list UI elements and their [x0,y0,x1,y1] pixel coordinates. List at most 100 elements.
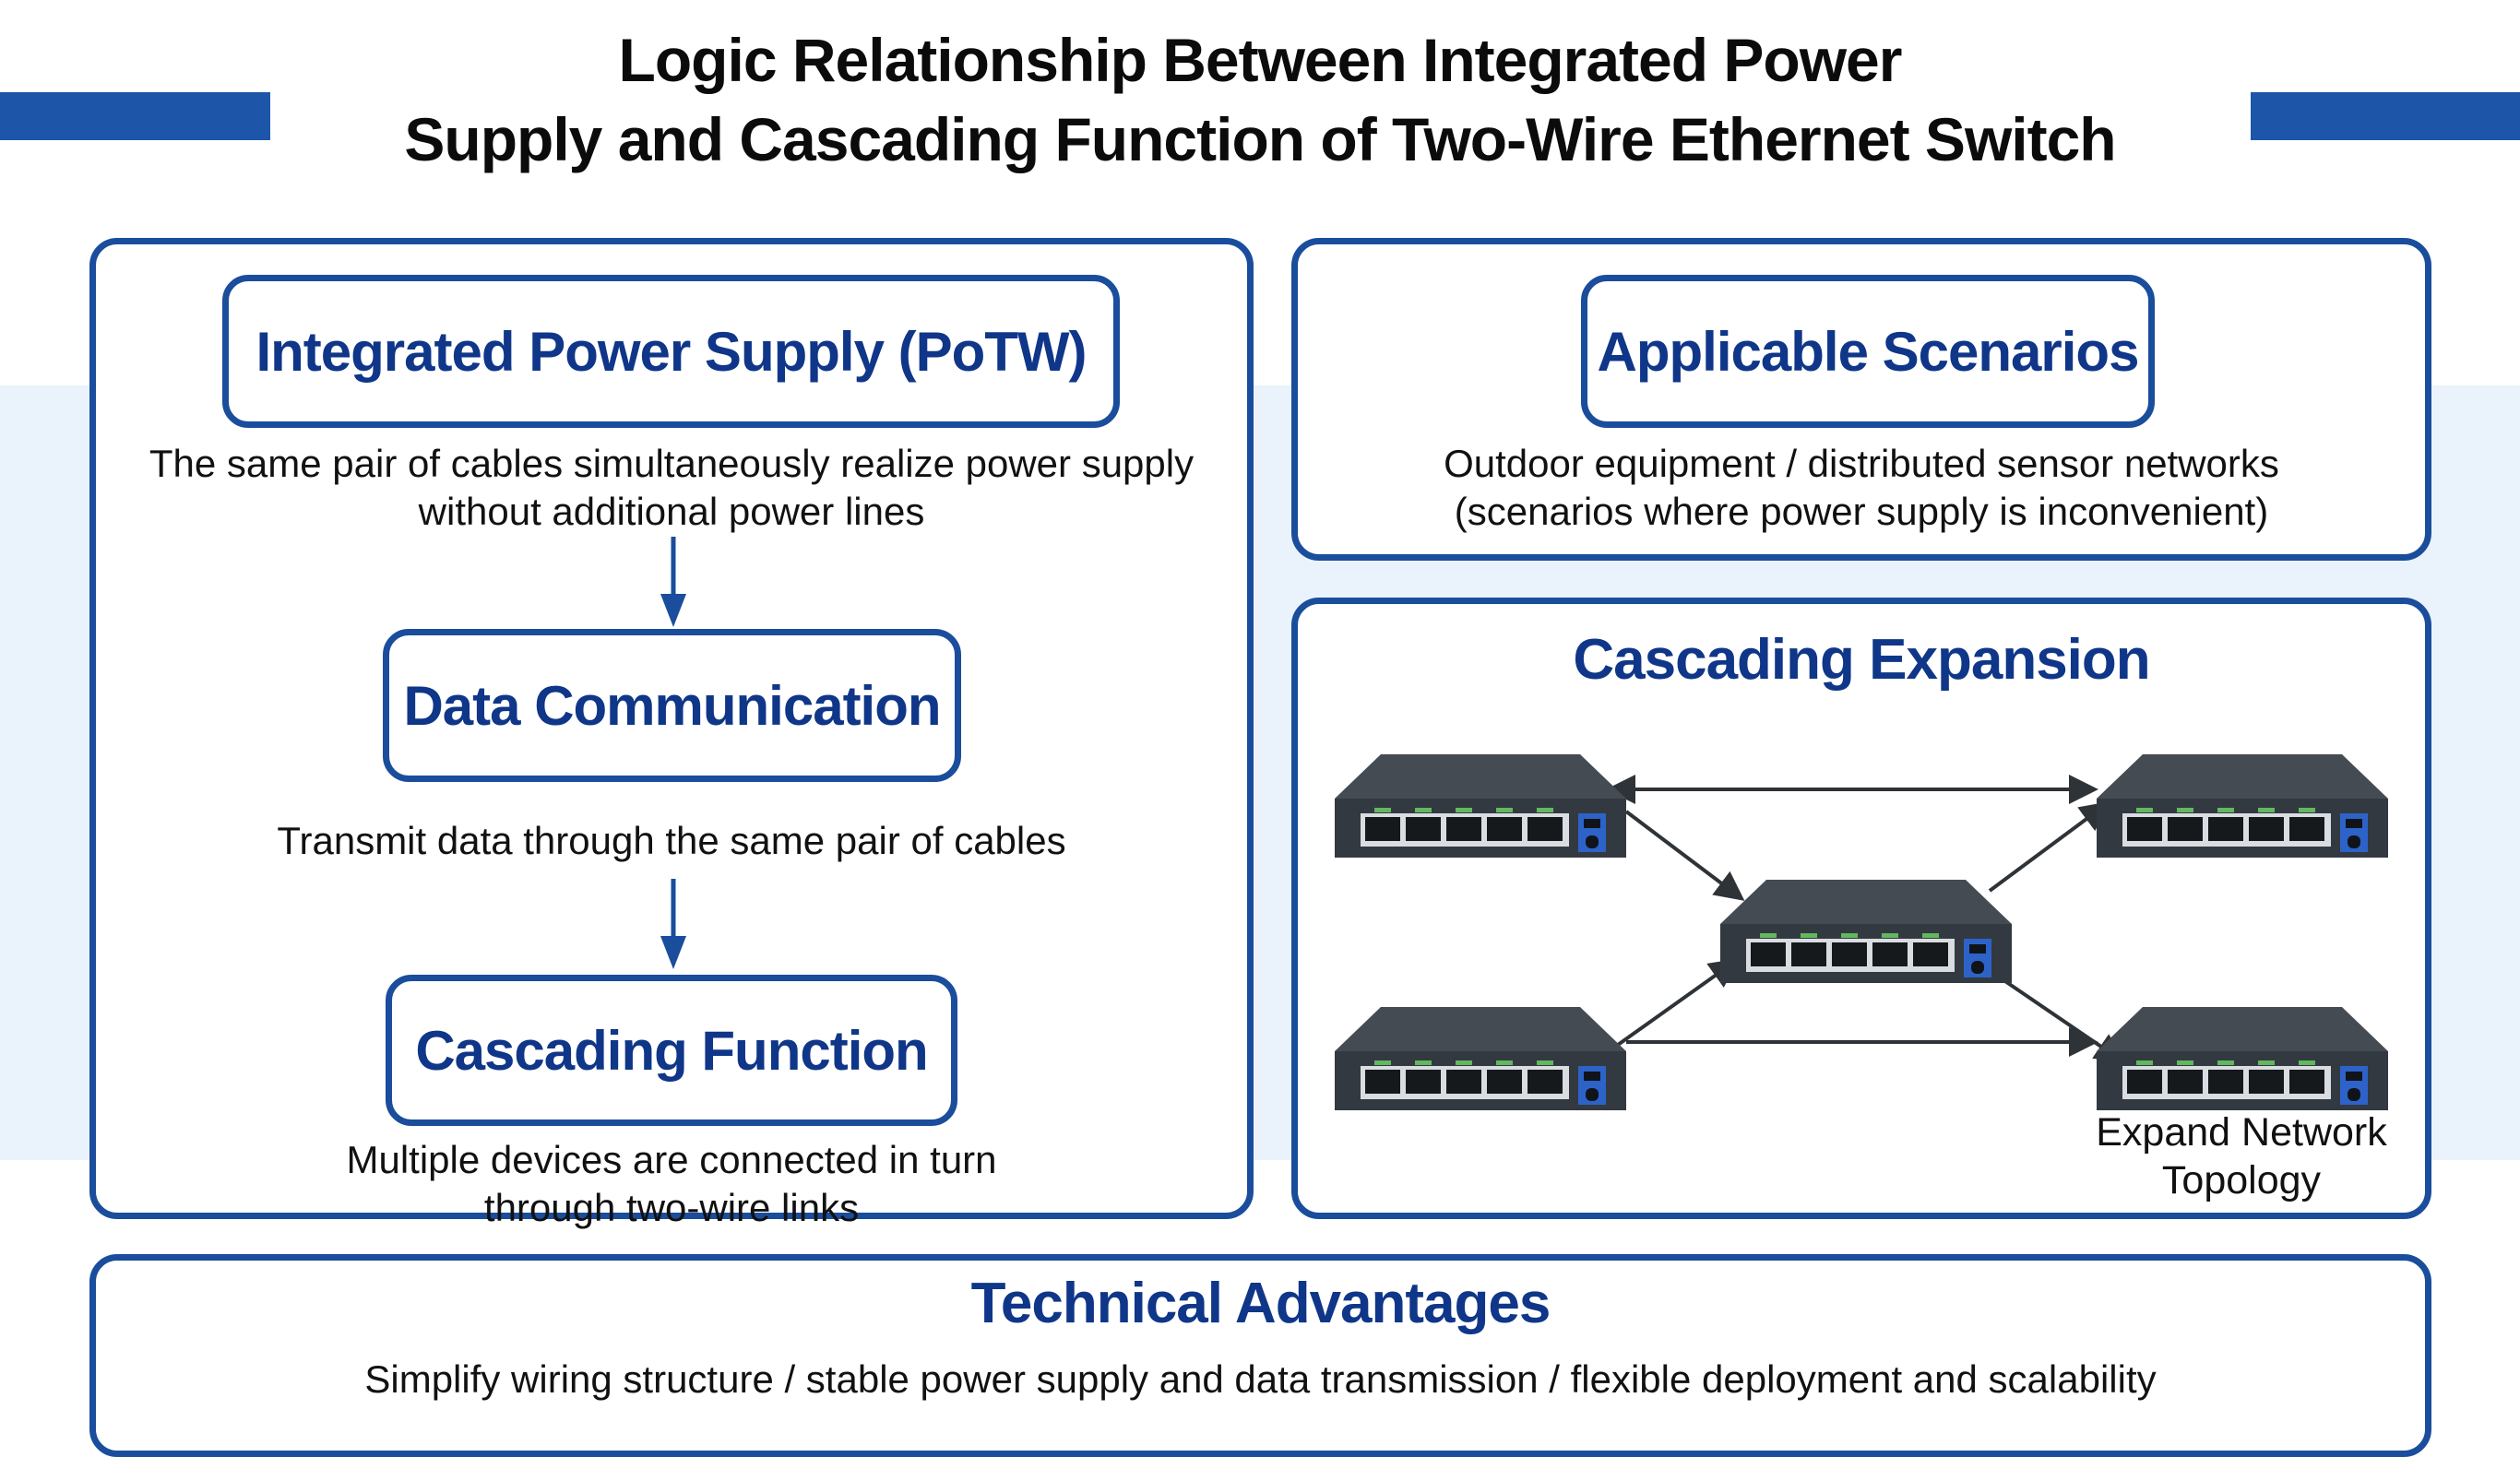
ethernet-port [1487,1070,1522,1094]
scenarios-description: Outdoor equipment / distributed sensor n… [1294,440,2429,536]
port-led [2217,808,2234,812]
description-line: Transmit data through the same pair of c… [277,819,1066,862]
link-bottom-left-to-center [1610,958,1740,1051]
title-line-2: Supply and Cascading Function of Two-Wir… [404,105,2116,173]
link-center-to-top-right [1988,801,2110,893]
sfp-slot [1969,944,1986,954]
ethernet-port [1913,942,1948,966]
port-led [2136,1060,2153,1065]
step-description-data: Transmit data through the same pair of c… [92,817,1251,865]
scenarios-label: Applicable Scenarios [1597,320,2140,383]
description-line: (scenarios where power supply is inconve… [1454,490,2269,533]
sfp-port [2348,835,2360,848]
sfp-slot [2346,1072,2362,1081]
step-description-cascading: Multiple devices are connected in turn t… [92,1136,1251,1232]
switch-top [1335,754,1626,799]
caption-line: Topology [2161,1158,2322,1202]
port-led [1801,933,1817,938]
sfp-slot [1584,819,1600,828]
description-line: Outdoor equipment / distributed sensor n… [1444,442,2279,485]
ethernet-port [1527,1070,1563,1094]
step-box-cascading-function: Cascading Function [386,975,957,1126]
topology-links [1606,775,2125,1063]
ethernet-port [1791,942,1826,966]
description-line: through two-wire links [483,1186,860,1229]
step-label: Integrated Power Supply (PoTW) [256,320,1087,383]
ethernet-port [2249,1070,2284,1094]
port-led [1496,1060,1513,1065]
port-led [1415,1060,1432,1065]
ethernet-port [2289,817,2324,841]
step-box-data-communication: Data Communication [383,629,961,782]
caption-line: Expand Network [2096,1110,2387,1155]
switch-top [2097,1007,2388,1051]
decorative-bar-right [2251,92,2520,140]
flow-arrow-1 [660,537,686,627]
switch-center [1720,880,2012,983]
port-led [1760,933,1777,938]
port-led [1415,808,1432,812]
ethernet-port [2127,817,2162,841]
ethernet-port [1446,1070,1481,1094]
ethernet-port [1872,942,1908,966]
switch-top-left [1335,754,1626,858]
switch-bottom-right [2097,1007,2388,1110]
sfp-port [1586,835,1599,848]
port-led [1496,808,1513,812]
port-led [1882,933,1898,938]
port-led [1537,808,1553,812]
ethernet-port [2208,1070,2243,1094]
ethernet-port [2127,1070,2162,1094]
ethernet-port [2168,1070,2203,1094]
network-topology-diagram [1335,754,2388,1110]
sfp-port [1586,1088,1599,1101]
port-led [1456,808,1472,812]
ethernet-port [1832,942,1867,966]
scenarios-box: Applicable Scenarios [1581,275,2155,428]
sfp-slot [1584,1072,1600,1081]
ethernet-port [1365,1070,1400,1094]
port-led [2299,808,2315,812]
ethernet-port [2249,817,2284,841]
description-line: without additional power lines [418,490,925,533]
ethernet-port [2168,817,2203,841]
port-led [1922,933,1939,938]
sfp-slot [2346,819,2362,828]
port-led [1374,808,1391,812]
sfp-port [2348,1088,2360,1101]
topology-switches [1335,754,2388,1110]
ethernet-port [2208,817,2243,841]
port-led [2136,808,2153,812]
ethernet-port [1406,1070,1441,1094]
topology-caption: Expand Network Topology [2066,1108,2417,1204]
port-led [1841,933,1858,938]
port-led [1456,1060,1472,1065]
ethernet-port [1365,817,1400,841]
title-line-1: Logic Relationship Between Integrated Po… [618,26,1903,94]
switch-top [1720,880,2012,924]
port-led [2177,808,2193,812]
description-line: The same pair of cables simultaneously r… [149,442,1195,485]
switch-bottom-left [1335,1007,1626,1110]
ethernet-port [1751,942,1786,966]
switch-top [2097,754,2388,799]
port-led [2258,1060,2275,1065]
step-box-integrated-power-supply: Integrated Power Supply (PoTW) [222,275,1120,428]
cascading-expansion-heading: Cascading Expansion [1573,628,2150,692]
description-line: Multiple devices are connected in turn [346,1138,997,1181]
link-top-left-to-center [1624,810,1745,901]
ethernet-port [1406,817,1441,841]
step-label: Data Communication [403,674,941,737]
page-title: Logic Relationship Between Integrated Po… [277,20,2243,179]
port-led [2177,1060,2193,1065]
sfp-port [1971,961,1984,974]
ethernet-port [2289,1070,2324,1094]
switch-top-right [2097,754,2388,858]
flow-arrow-2 [660,879,686,969]
ethernet-port [1446,817,1481,841]
link-center-to-bottom-right [1995,974,2125,1063]
port-led [2217,1060,2234,1065]
port-led [1537,1060,1553,1065]
technical-advantages-description: Simplify wiring structure / stable power… [364,1357,2157,1401]
decorative-bar-left [0,92,270,140]
